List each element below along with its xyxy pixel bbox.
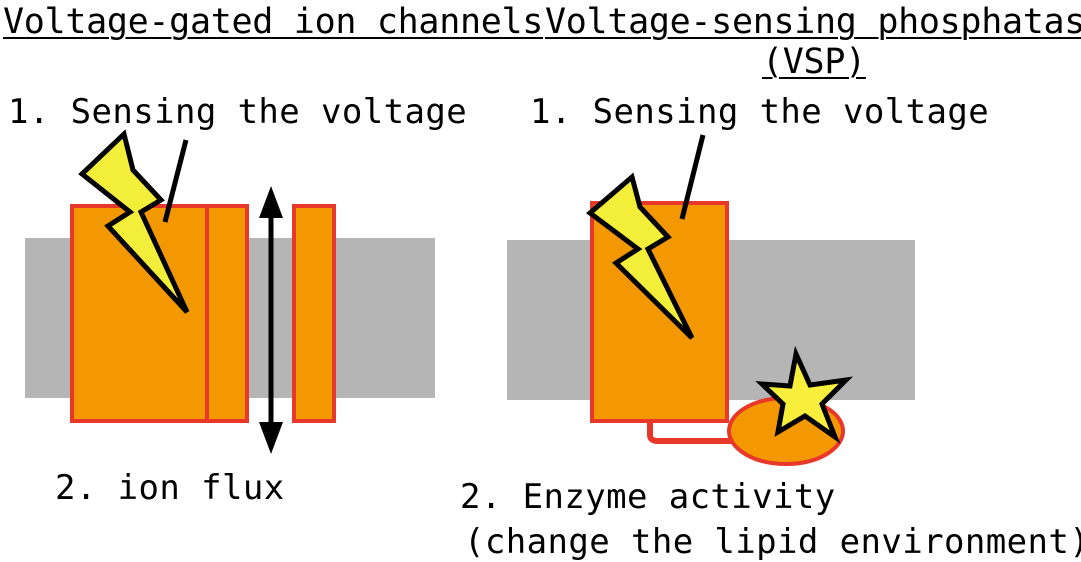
right-step2-label: 2. Enzyme activity [460,477,836,517]
pore-domain-left [205,204,249,423]
right-panel-title: Voltage-sensing phosphatase [545,2,1081,42]
sensor-pointer-line-right [679,134,706,220]
right-step2-note: (change the lipid environment) [464,522,1081,562]
sensor-pointer-line-left [162,139,189,223]
lightning-bolt-icon [78,129,190,314]
right-panel-title-abbrev: (VSP) [762,42,866,82]
linker [647,421,732,444]
vsp-illustration [507,134,915,466]
lightning-bolt-icon [586,172,695,340]
left-panel-title: Voltage-gated ion channels [3,2,544,42]
star-icon [755,345,854,444]
right-step1-label: 1. Sensing the voltage [530,92,990,132]
left-step1-label: 1. Sensing the voltage [8,92,468,132]
left-step2-label: 2. ion flux [55,468,285,508]
double-arrow-icon [259,186,283,454]
pore-domain-right [292,204,336,423]
ion-channel-illustration [25,129,435,454]
